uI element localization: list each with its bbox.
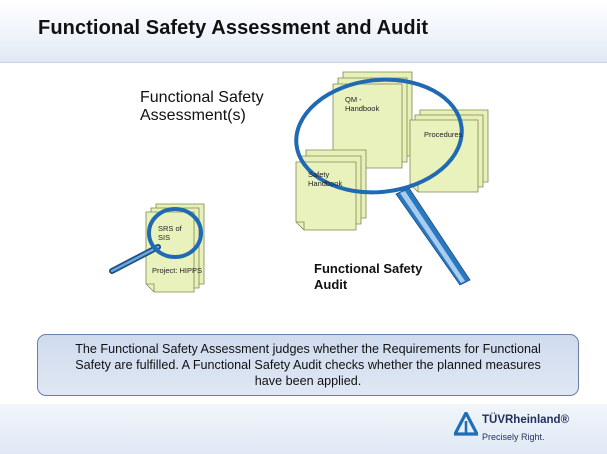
summary-box: The Functional Safety Assessment judges … <box>37 334 579 396</box>
audit-label: Functional Safety Audit <box>314 261 423 292</box>
safety-handbook-label: Safety Handbook <box>308 170 343 188</box>
qm-handbook-label: QM - Handbook <box>345 95 380 113</box>
tuv-tagline-text: Precisely Right. <box>482 432 545 442</box>
srs-label: SRS of SIS <box>158 224 182 242</box>
slide-title: Functional Safety Assessment and Audit <box>38 17 429 39</box>
tuv-logo: TÜVRheinland® Precisely Right. <box>454 410 604 452</box>
summary-text: The Functional Safety Assessment judges … <box>75 342 541 388</box>
assessment-label: Functional Safety Assessment(s) <box>140 89 264 124</box>
header-band: Functional Safety Assessment and Audit <box>0 0 607 63</box>
tuv-triangle-logo-icon <box>454 412 478 436</box>
large-magnifier-icon <box>294 77 471 286</box>
safety-handbook-stack <box>295 149 367 231</box>
tuv-brand-text: TÜVRheinland® <box>482 414 570 426</box>
footer-band <box>0 404 607 454</box>
diagram <box>109 71 489 293</box>
procedures-label: Procedures <box>424 130 463 139</box>
srs-document-stack <box>145 203 205 293</box>
small-magnifier-icon <box>109 207 203 274</box>
project-label: Project: HIPPS <box>152 266 203 275</box>
procedures-stack <box>409 109 489 193</box>
